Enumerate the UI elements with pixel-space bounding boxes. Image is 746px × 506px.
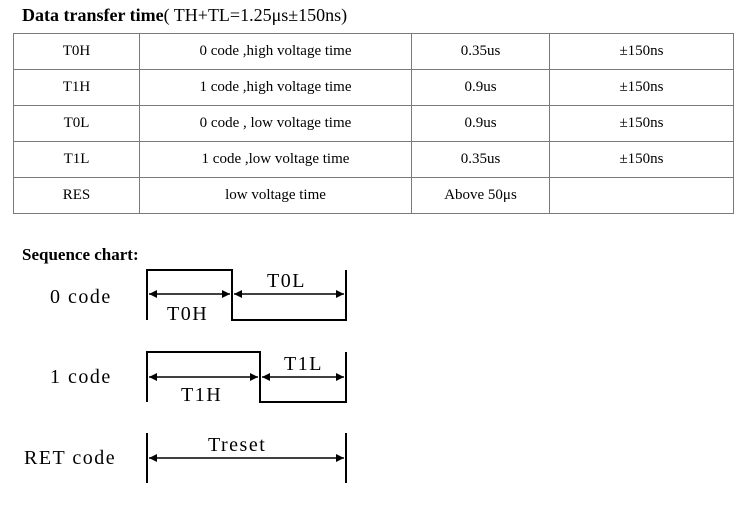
code-0-signal-line — [146, 269, 347, 321]
table-cell-tolerance: ±150ns — [549, 141, 734, 178]
title-bold: Data transfer time — [22, 5, 164, 25]
table-cell-tolerance — [549, 177, 734, 214]
table-cell-description: 1 code ,high voltage time — [139, 69, 412, 106]
code-1-signal-line — [146, 351, 347, 403]
t0h-marker: T0H — [167, 303, 208, 325]
table-cell-name: RES — [13, 177, 140, 214]
table-cell-tolerance: ±150ns — [549, 33, 734, 70]
table-cell-name: T1H — [13, 69, 140, 106]
t1h-marker: T1H — [181, 384, 222, 406]
table-cell-name: T1L — [13, 141, 140, 178]
title-formula: ( TH+TL=1.25μs±150ns) — [163, 5, 348, 25]
table-cell-description: low voltage time — [139, 177, 412, 214]
timing-table: T0H 0 code ,high voltage time 0.35us ±15… — [13, 33, 734, 214]
table-cell-tolerance: ±150ns — [549, 69, 734, 106]
ret-code-waveform: Treset — [146, 433, 347, 483]
table-row: T1H 1 code ,high voltage time 0.9us ±150… — [13, 69, 734, 106]
code-1-waveform: T1H T1L — [146, 351, 347, 406]
code-0-waveform: T0H T0L — [146, 269, 347, 325]
ret-code-label: RET code — [24, 447, 117, 469]
t1l-marker: T1L — [284, 353, 323, 375]
t0l-marker: T0L — [267, 270, 306, 292]
table-cell-value: 0.9us — [411, 69, 550, 106]
table-row: T0H 0 code ,high voltage time 0.35us ±15… — [13, 33, 734, 70]
sequence-chart-heading: Sequence chart: — [22, 245, 139, 264]
code-1-label: 1 code — [50, 366, 112, 388]
table-row: T1L 1 code ,low voltage time 0.35us ±150… — [13, 141, 734, 178]
table-cell-description: 1 code ,low voltage time — [139, 141, 412, 178]
code-0-label: 0 code — [50, 286, 112, 308]
treset-marker: Treset — [208, 434, 266, 456]
table-row: RES low voltage time Above 50μs — [13, 177, 734, 214]
table-cell-description: 0 code , low voltage time — [139, 105, 412, 142]
table-cell-value: Above 50μs — [411, 177, 550, 214]
page-title: Data transfer time( TH+TL=1.25μs±150ns) — [22, 5, 347, 26]
